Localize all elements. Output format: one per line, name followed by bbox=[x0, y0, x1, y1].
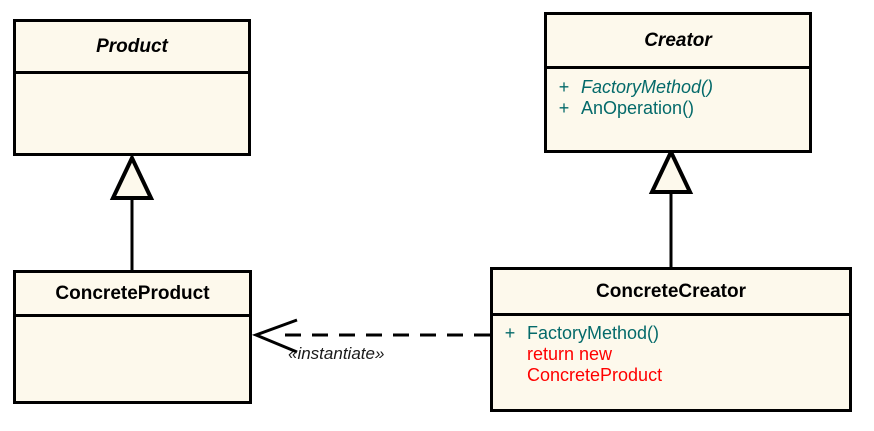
uml-class-creator[interactable]: Creator + FactoryMethod() + AnOperation(… bbox=[544, 12, 812, 153]
uml-class-product[interactable]: Product bbox=[13, 19, 251, 156]
visibility-marker-public: + bbox=[504, 323, 516, 343]
member-signature-factorymethod: FactoryMethod() bbox=[581, 77, 714, 97]
uml-member-note-row: return new bbox=[493, 344, 849, 365]
uml-member-note-row: ConcreteProduct bbox=[493, 365, 849, 386]
uml-class-concrete-creator[interactable]: ConcreteCreator + FactoryMethod() return… bbox=[490, 267, 852, 412]
dependency-label-instantiate: «instantiate» bbox=[288, 344, 385, 363]
member-note-concreteproduct: ConcreteProduct bbox=[527, 365, 663, 386]
member-note-return-new: return new bbox=[527, 344, 613, 365]
uml-name-compartment-concrete-creator: ConcreteCreator bbox=[493, 270, 849, 316]
uml-members-compartment-concrete-product bbox=[16, 317, 249, 401]
uml-member-row: + AnOperation() bbox=[547, 98, 809, 119]
hollow-triangle-arrowhead-icon bbox=[109, 153, 155, 200]
member-signature-anoperation: AnOperation() bbox=[581, 98, 695, 119]
visibility-marker-public: + bbox=[558, 77, 570, 97]
uml-member-row: + FactoryMethod() bbox=[493, 323, 849, 344]
class-name-product: Product bbox=[96, 35, 168, 57]
generalization-concreteproduct-to-product bbox=[109, 153, 155, 270]
uml-name-compartment-product: Product bbox=[16, 22, 248, 74]
member-signature-factorymethod: FactoryMethod() bbox=[527, 323, 660, 343]
visibility-marker-public: + bbox=[558, 98, 570, 119]
uml-member-row: + FactoryMethod() bbox=[547, 77, 809, 98]
uml-members-compartment-concrete-creator: + FactoryMethod() return new ConcretePro… bbox=[493, 316, 849, 409]
class-name-concrete-product: ConcreteProduct bbox=[55, 282, 210, 304]
class-name-concrete-creator: ConcreteCreator bbox=[596, 280, 746, 302]
hollow-triangle-arrowhead-icon bbox=[648, 147, 694, 194]
uml-class-concrete-product[interactable]: ConcreteProduct bbox=[13, 270, 252, 404]
uml-members-compartment-creator: + FactoryMethod() + AnOperation() bbox=[547, 69, 809, 150]
class-name-creator: Creator bbox=[644, 29, 712, 51]
uml-name-compartment-creator: Creator bbox=[547, 15, 809, 69]
uml-members-compartment-product bbox=[16, 74, 248, 153]
uml-name-compartment-concrete-product: ConcreteProduct bbox=[16, 273, 249, 317]
generalization-concretecreator-to-creator bbox=[648, 147, 694, 268]
